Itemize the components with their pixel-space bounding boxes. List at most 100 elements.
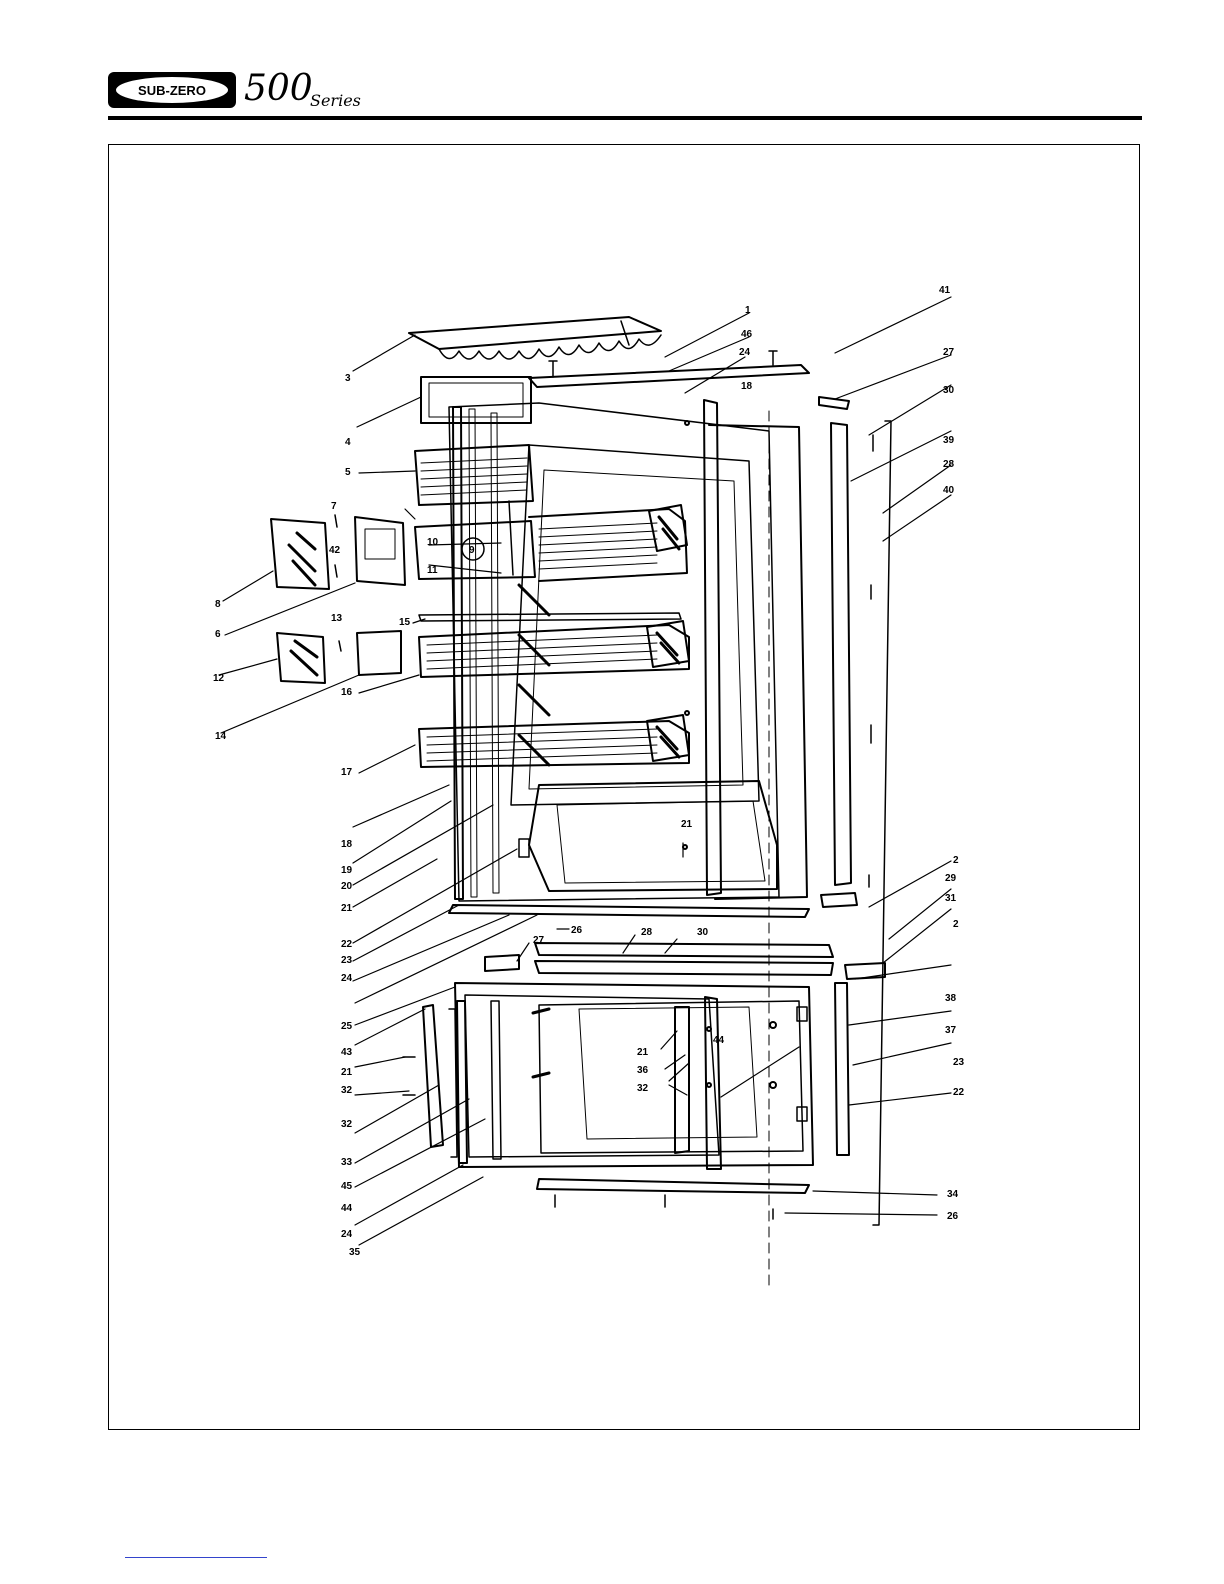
callout-18: 18 bbox=[341, 839, 353, 850]
top-rack-body bbox=[409, 317, 661, 349]
callout-20: 20 bbox=[341, 881, 353, 892]
callout-38: 38 bbox=[945, 993, 957, 1004]
lower-drawer-assembly bbox=[403, 943, 885, 1219]
hinge-27 bbox=[819, 397, 849, 409]
callout-21: 21 bbox=[341, 903, 353, 914]
callout-2: 2 bbox=[953, 855, 959, 866]
drawer-bracket-43 bbox=[423, 1005, 443, 1147]
callout-26: 26 bbox=[571, 925, 583, 936]
callout-15: 15 bbox=[399, 617, 411, 628]
screw-hole bbox=[707, 1083, 711, 1087]
callout-32: 32 bbox=[341, 1119, 353, 1130]
end-cap-6-window bbox=[365, 529, 395, 559]
callout-30: 30 bbox=[943, 385, 955, 396]
door-panel-edge bbox=[709, 425, 807, 899]
drawer-hinge-27 bbox=[485, 955, 519, 971]
callout-19: 19 bbox=[341, 865, 353, 876]
butter-frame bbox=[421, 377, 531, 423]
drawer-frame-inner bbox=[465, 995, 719, 1157]
callout-25: 25 bbox=[341, 1021, 353, 1032]
door-bins bbox=[415, 445, 689, 767]
drawer-bottom-screws bbox=[555, 1195, 773, 1219]
drawer-hinge-2 bbox=[845, 963, 885, 979]
callout-10: 10 bbox=[427, 537, 439, 548]
callout-9: 9 bbox=[469, 545, 475, 556]
top-rack bbox=[409, 317, 661, 359]
callout-26: 26 bbox=[947, 1211, 959, 1222]
drawer-ribs bbox=[533, 1009, 549, 1077]
callout-6: 6 bbox=[215, 629, 221, 640]
callout-3: 3 bbox=[345, 373, 351, 384]
drawer-liner-inner bbox=[579, 1007, 757, 1139]
lower-liner-panel bbox=[529, 781, 777, 891]
bin-9 bbox=[415, 501, 687, 581]
callout-46: 46 bbox=[741, 329, 753, 340]
gasket-left-inner bbox=[469, 409, 477, 897]
callout-44: 44 bbox=[341, 1203, 353, 1214]
callout-33: 33 bbox=[341, 1157, 353, 1168]
callout-21: 21 bbox=[637, 1047, 649, 1058]
screw-hole bbox=[685, 711, 689, 715]
top-trim-strip bbox=[529, 365, 809, 387]
shelf-bar bbox=[419, 613, 681, 621]
brand-name: SUB-ZERO bbox=[138, 83, 206, 98]
butter-frame-outer bbox=[421, 377, 531, 423]
callout-28: 28 bbox=[641, 927, 653, 938]
callout-37: 37 bbox=[945, 1025, 957, 1036]
screw-hole bbox=[685, 421, 689, 425]
bin-17 bbox=[419, 715, 689, 767]
callout-41: 41 bbox=[939, 285, 951, 296]
drawer-gasket-45 bbox=[491, 1001, 501, 1159]
drawer-handle bbox=[675, 1007, 689, 1153]
brand-logo-badge: SUB-ZERO bbox=[108, 72, 236, 108]
bin-end-caps bbox=[271, 515, 405, 683]
callout-27: 27 bbox=[943, 347, 955, 358]
gasket-right bbox=[704, 400, 721, 895]
bottom-trim-strip bbox=[449, 905, 809, 917]
callout-34: 34 bbox=[947, 1189, 959, 1200]
callout-12: 12 bbox=[213, 673, 225, 684]
callout-24: 24 bbox=[341, 973, 353, 984]
end-cap-8-slots bbox=[289, 533, 315, 585]
callout-27: 27 bbox=[533, 935, 545, 946]
shelf-bar-15 bbox=[419, 613, 681, 621]
butter-frame-inner bbox=[429, 383, 523, 417]
end-cap-8 bbox=[271, 519, 329, 589]
drawer-trim-29 bbox=[535, 943, 833, 957]
diagram-frame: 1 2 2 3 4 5 6 7 8 9 10 11 12 13 14 15 16… bbox=[108, 144, 1140, 1430]
callout-23: 23 bbox=[341, 955, 353, 966]
callout-21: 21 bbox=[681, 819, 693, 830]
drawer-side-38 bbox=[835, 983, 849, 1155]
door-rail-left bbox=[491, 413, 499, 893]
door-liner bbox=[511, 445, 759, 805]
series-word: Series bbox=[310, 91, 361, 110]
hinge-strip-39 bbox=[831, 423, 851, 885]
callout-42: 42 bbox=[329, 545, 341, 556]
callout-24: 24 bbox=[739, 347, 751, 358]
callout-18: 18 bbox=[741, 381, 753, 392]
callout-4: 4 bbox=[345, 437, 351, 448]
end-cap-6-body bbox=[355, 517, 405, 585]
drawer-trim-31 bbox=[535, 961, 833, 975]
end-cap-12 bbox=[277, 633, 325, 683]
callout-7: 7 bbox=[331, 501, 337, 512]
end-cap-12-slots bbox=[291, 641, 317, 675]
callout-21: 21 bbox=[341, 1067, 353, 1078]
callout-31: 31 bbox=[945, 893, 957, 904]
screw-hole bbox=[707, 1027, 711, 1031]
exploded-parts-diagram: 1 2 2 3 4 5 6 7 8 9 10 11 12 13 14 15 16… bbox=[109, 145, 1139, 1429]
bin-9-end-slots bbox=[659, 517, 679, 549]
footer-link-underline[interactable] bbox=[125, 1557, 267, 1558]
series-number: 500 bbox=[244, 68, 313, 109]
drawer-bracket-screws bbox=[403, 1057, 415, 1095]
callout-labels: 1 2 2 3 4 5 6 7 8 9 10 11 12 13 14 15 16… bbox=[213, 285, 965, 1258]
header-rule bbox=[108, 116, 1142, 120]
end-cap-6 bbox=[355, 517, 405, 585]
bin-5-hatching bbox=[421, 458, 527, 495]
series-logo: 500 Series bbox=[240, 64, 370, 114]
callout-36: 36 bbox=[637, 1065, 649, 1076]
callout-17: 17 bbox=[341, 767, 353, 778]
upper-door-assembly bbox=[449, 351, 809, 917]
callout-11: 11 bbox=[427, 565, 438, 576]
bin-9-bracket bbox=[509, 501, 513, 575]
